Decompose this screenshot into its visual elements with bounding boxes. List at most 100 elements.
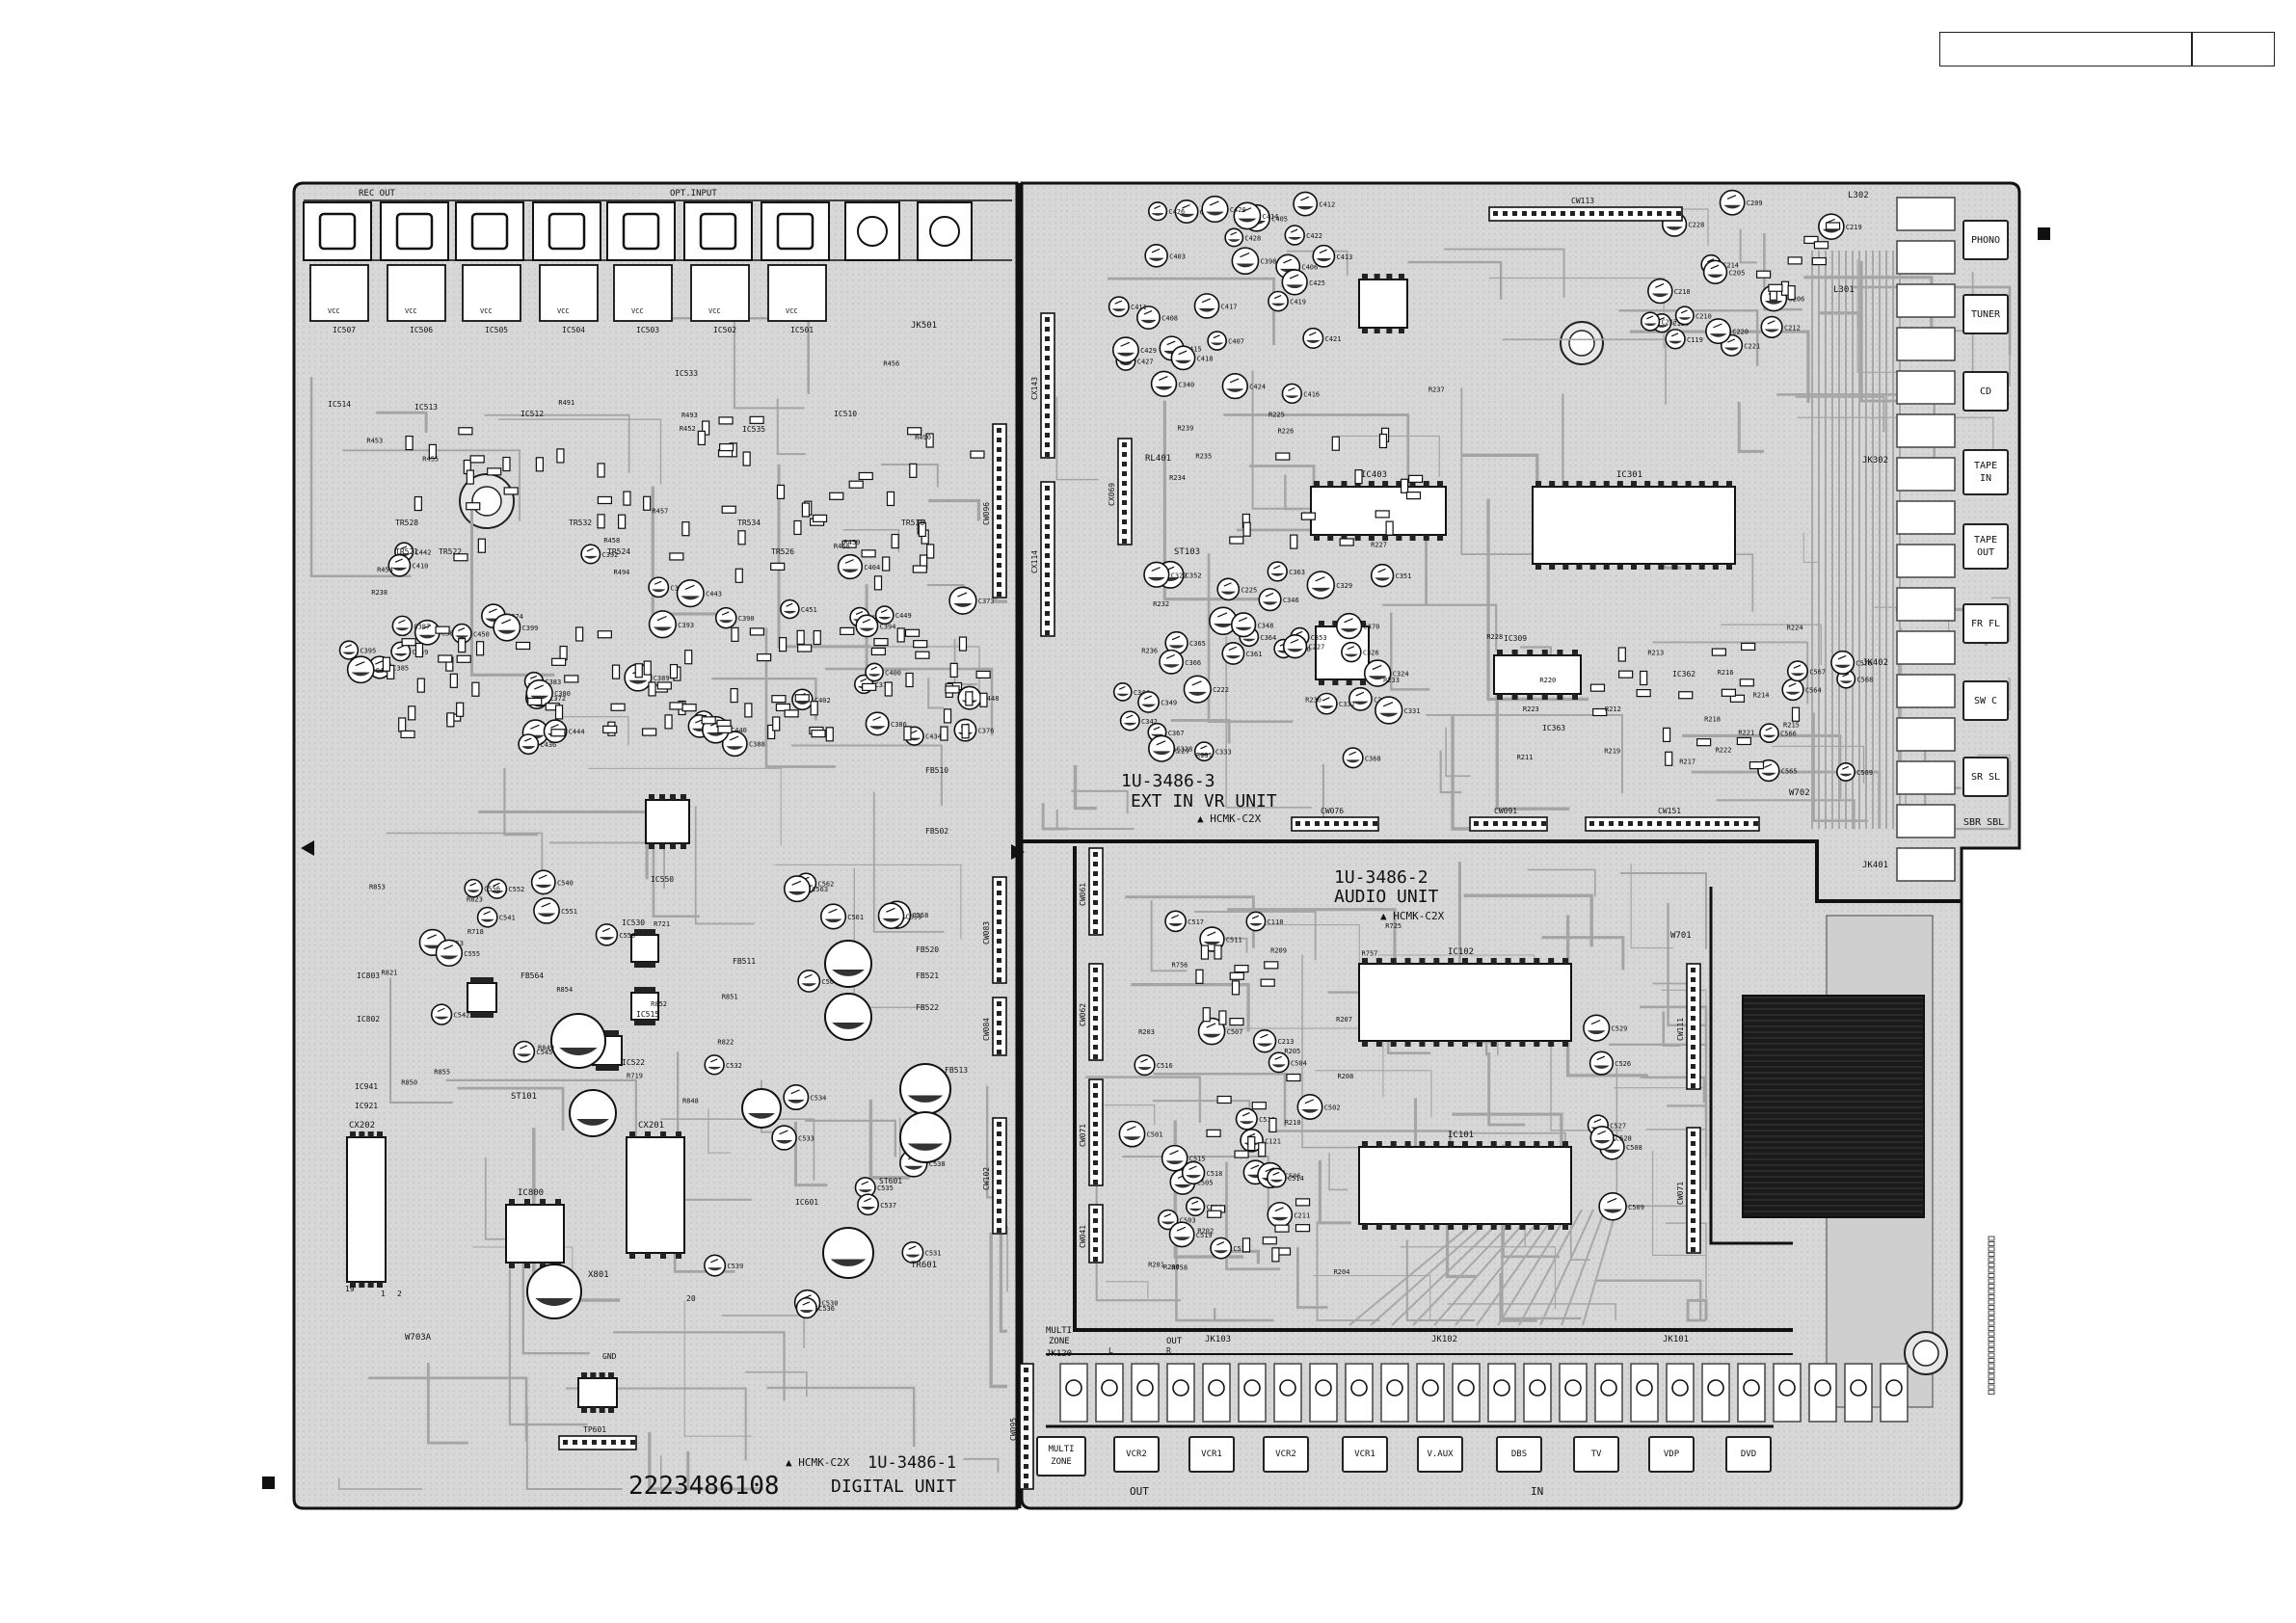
capacitor-label: C541 (499, 915, 516, 922)
resistor-label: R455 (422, 455, 439, 463)
capacitor-label: C501 (1147, 1131, 1163, 1139)
connector-label: CW084 (982, 1018, 991, 1041)
smd-component (779, 637, 788, 652)
smd-component (749, 627, 764, 636)
electrolytic-capacitor: C425 (1281, 269, 1325, 296)
smd-component (904, 628, 921, 637)
capacitor-label: C507 (1227, 1028, 1243, 1036)
vcc-label: VCC (480, 307, 493, 315)
capacitor-label: C406 (1301, 263, 1318, 271)
resistor-label: R851 (722, 993, 738, 1000)
smd-component (1741, 642, 1756, 652)
jack-label: VCR1 (1354, 1449, 1375, 1459)
smd-component (1229, 536, 1244, 545)
misc-label: TR526 (771, 547, 794, 556)
ic-label: IC522 (622, 1058, 645, 1067)
electrolytic-capacitor: C510 (1235, 1107, 1275, 1131)
electrolytic-capacitor: C368 (1342, 747, 1381, 769)
misc-label: FB521 (916, 971, 939, 980)
rca-socket (1131, 1363, 1160, 1423)
connector-cw084: CW084 (982, 997, 1007, 1056)
out-label: OUT (1166, 1337, 1183, 1346)
smd-component (1825, 222, 1841, 230)
electrolytic-capacitor: C526 (1589, 1051, 1631, 1076)
smd-component (642, 728, 657, 736)
capacitor-label: C419 (1290, 299, 1306, 306)
smd-component (1216, 1095, 1232, 1104)
jack-tape-in: TAPE IN (1962, 449, 2009, 495)
rca-socket (1166, 1363, 1195, 1423)
connector-cw113: CW113 (1488, 197, 1683, 222)
ic-label: IC503 (636, 326, 659, 334)
connector-cw071: CW071 (1079, 1078, 1104, 1186)
capacitor-label: C421 (1325, 335, 1342, 343)
smd-component (487, 467, 502, 476)
rca-socket (1896, 587, 1956, 622)
capacitor-label: C558 (912, 912, 928, 919)
connector-label: CX069 (1108, 483, 1116, 506)
resistor-label: R821 (382, 970, 398, 977)
jack-label: TAPE OUT (1973, 535, 1998, 558)
rca-socket (1896, 674, 1956, 708)
resistor-label: R457 (652, 508, 668, 516)
smd-component (862, 682, 877, 691)
smd-component (1636, 689, 1651, 698)
rca-socket (1896, 240, 1956, 275)
rca-socket (1808, 1363, 1837, 1423)
ic-521 (467, 977, 497, 1018)
electrolytic-capacitor: C394 (855, 614, 895, 638)
smd-component (610, 703, 626, 711)
electrolytic-capacitor: C332 (1315, 692, 1355, 715)
smd-component (793, 519, 802, 536)
smd-component (477, 538, 486, 553)
smd-component (970, 450, 985, 459)
smd-component (811, 730, 826, 738)
smd-component (446, 712, 455, 728)
ic-403-label: IC403 (1361, 470, 1387, 480)
smd-component (1640, 670, 1648, 686)
resistor-label: R822 (717, 1038, 734, 1046)
smd-component (681, 521, 690, 537)
ic-label: IC363 (1542, 724, 1565, 732)
electrolytic-capacitor: C420 (1201, 195, 1246, 224)
electrolytic-capacitor: C346 (1258, 588, 1299, 612)
capacitor-label: C425 (1309, 279, 1325, 287)
smd-component (1242, 521, 1251, 537)
smd-component (1729, 694, 1746, 703)
rca-socket (1896, 500, 1956, 535)
electrolytic-capacitor: C412 (1293, 191, 1335, 217)
capacitor-label: C220 (1732, 329, 1749, 336)
electrolytic-capacitor: C507 (1197, 1017, 1243, 1046)
capacitor-label: C512 (1233, 1245, 1249, 1253)
electrolytic-capacitor: C550 (595, 923, 635, 946)
electrolytic-capacitor: C329 (1306, 571, 1352, 599)
component-label: W701 (1670, 931, 1692, 941)
smd-component (825, 727, 834, 742)
ic-label: IC309 (1504, 634, 1527, 643)
electrolytic-capacitor: C351 (1370, 563, 1411, 588)
resistor-label: R228 (1486, 633, 1503, 641)
smd-component (915, 651, 930, 659)
electrolytic-capacitor: C344 (1112, 682, 1150, 702)
resistor-label: R721 (654, 920, 670, 928)
capacitor-label: C540 (557, 879, 574, 887)
smd-component (1260, 978, 1275, 987)
jack-tape-out: TAPE OUT (1962, 523, 2009, 570)
connector-label: CW061 (1079, 883, 1087, 906)
capacitor-label: C436 (540, 741, 556, 749)
large-capacitor (899, 1111, 951, 1163)
capacitor-label: C385 (392, 664, 409, 672)
coax-jack (844, 201, 900, 261)
capacitor-label: C562 (817, 880, 834, 888)
smd-component (975, 670, 991, 678)
registration-mark (262, 1477, 275, 1489)
smd-component (1234, 1150, 1249, 1158)
smd-component (1811, 256, 1827, 266)
smd-component (559, 645, 568, 661)
electrolytic-capacitor: C373 (948, 586, 995, 615)
resistor-label: R239 (1177, 425, 1193, 433)
smd-component (602, 725, 618, 733)
ic-label: IC802 (357, 1015, 380, 1024)
connector-label: CW076 (1321, 807, 1344, 815)
